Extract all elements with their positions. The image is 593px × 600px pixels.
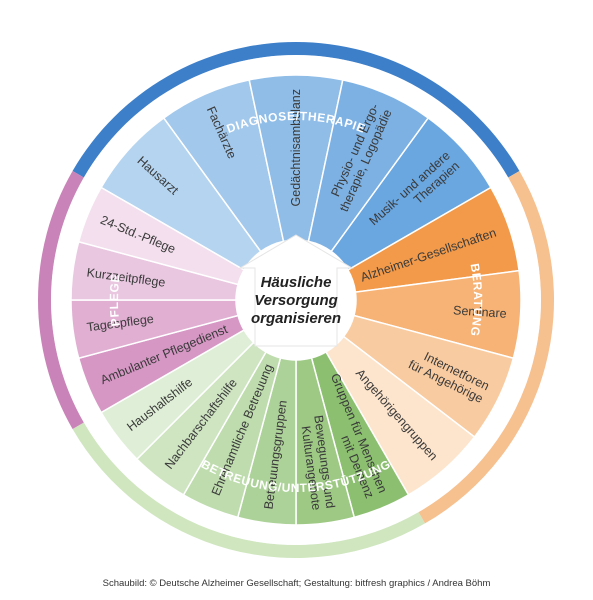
segment-label-line: Seminare xyxy=(453,303,507,320)
ring-band-diagnose xyxy=(72,42,520,178)
center-title-line-2: Versorgung xyxy=(254,292,338,309)
segment-label-beratung-2: Seminare xyxy=(453,303,507,320)
ring-gap-beratung xyxy=(408,177,541,513)
ring-label-pflege: PFLEGE xyxy=(107,273,123,327)
ring-gap-betreuung xyxy=(83,412,419,545)
ring-band-pflege xyxy=(37,171,84,429)
ring-gap-diagnose xyxy=(83,55,509,188)
ring-gap-pflege xyxy=(50,177,102,423)
segment-label-diagnose-3: Gedächtnisambulanz xyxy=(289,89,303,206)
segment-label-line: Gedächtnisambulanz xyxy=(289,89,303,206)
center-title-line-3: organisieren xyxy=(251,310,341,327)
caption: Schaubild: © Deutsche Alzheimer Gesellsc… xyxy=(102,578,491,589)
center-title-line-1: Häusliche xyxy=(261,274,332,291)
house-shape xyxy=(238,234,354,347)
